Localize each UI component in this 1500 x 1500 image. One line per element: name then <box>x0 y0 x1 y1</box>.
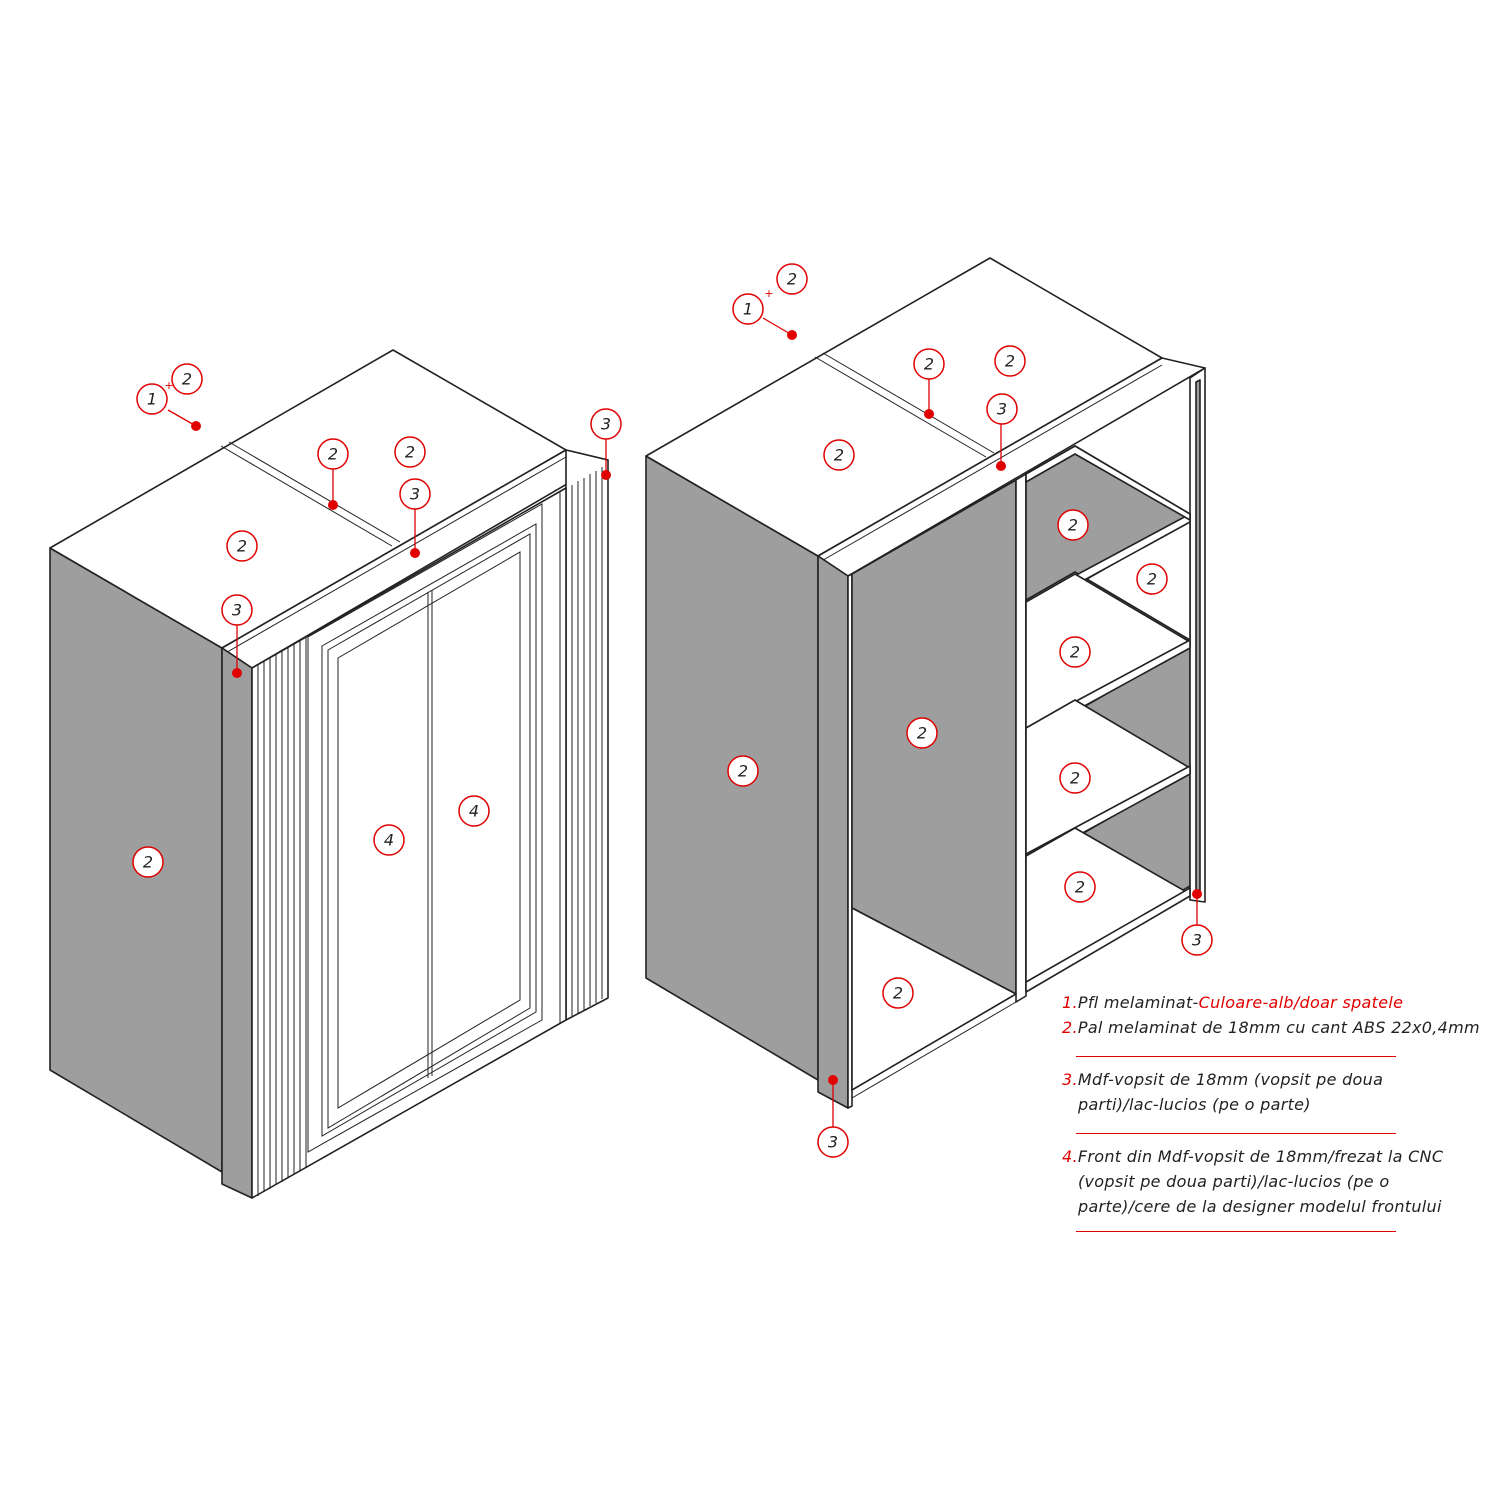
callout-2: 2 <box>132 846 164 878</box>
callouts: 1 + 2 2 2 3 3 2 3 2 4 4 1 + 2 2 2 3 2 2 … <box>132 263 1213 1158</box>
closed-cabinet <box>49 349 609 1199</box>
callout-3: 3 <box>817 1126 849 1158</box>
legend-divider <box>1076 1056 1396 1057</box>
marker-dots <box>191 330 1202 1085</box>
svg-text:2: 2 <box>1005 352 1015 371</box>
leaders <box>167 317 1198 1128</box>
svg-text:2: 2 <box>237 537 247 556</box>
callout-4: 4 <box>458 795 490 827</box>
svg-text:2: 2 <box>1075 878 1085 897</box>
svg-text:2: 2 <box>1070 643 1080 662</box>
svg-text:3: 3 <box>601 415 611 434</box>
left-fluting <box>257 637 307 1196</box>
right-fluting <box>559 467 603 1024</box>
callout-plus: + <box>164 379 173 392</box>
svg-text:1: 1 <box>743 300 753 319</box>
callout-3: 3 <box>1181 924 1213 956</box>
svg-text:2: 2 <box>924 355 934 374</box>
callout-2: 2 <box>994 345 1026 377</box>
legend-item-2: 2.Pal melaminat de 18mm cu cant ABS 22x0… <box>1062 1018 1480 1037</box>
svg-text:2: 2 <box>1068 516 1078 535</box>
svg-text:4: 4 <box>384 831 394 850</box>
callout-2: 2 <box>906 717 938 749</box>
svg-text:2: 2 <box>182 370 192 389</box>
callout-2: 2 <box>1136 563 1168 595</box>
callout-2: 2 <box>727 755 759 787</box>
svg-text:2: 2 <box>1147 570 1157 589</box>
svg-text:1: 1 <box>147 390 157 409</box>
door-frame <box>307 503 543 1153</box>
svg-text:2: 2 <box>1070 769 1080 788</box>
left-front-trim <box>221 647 253 1199</box>
callout-3: 3 <box>221 594 253 626</box>
svg-text:2: 2 <box>328 445 338 464</box>
callout-2: 2 <box>171 363 203 395</box>
svg-text:3: 3 <box>1192 931 1202 950</box>
svg-text:3: 3 <box>997 400 1007 419</box>
callout-3: 3 <box>399 478 431 510</box>
callout-2: 2 <box>317 438 349 470</box>
legend-item-1: 1.Pfl melaminat-Culoare-alb/doar spatele <box>1062 993 1404 1012</box>
svg-text:3: 3 <box>828 1133 838 1152</box>
callout-2: 2 <box>913 348 945 380</box>
open-cabinet <box>645 257 1206 1109</box>
svg-text:3: 3 <box>410 485 420 504</box>
svg-text:3: 3 <box>232 601 242 620</box>
callout-1: 1 <box>136 383 168 415</box>
svg-text:2: 2 <box>405 443 415 462</box>
svg-text:2: 2 <box>787 270 797 289</box>
callout-2: 2 <box>882 977 914 1009</box>
svg-text:2: 2 <box>917 724 927 743</box>
callout-4: 4 <box>373 824 405 856</box>
callout-2: 2 <box>1059 636 1091 668</box>
open-left-post <box>817 555 849 1109</box>
svg-text:2: 2 <box>834 446 844 465</box>
callout-3: 3 <box>590 408 622 440</box>
callout-2: 2 <box>776 263 808 295</box>
callout-plus: + <box>764 287 773 300</box>
callout-2: 2 <box>394 436 426 468</box>
legend-item-3: 3.Mdf-vopsit de 18mm (vopsit pe doua par… <box>1062 1070 1384 1114</box>
callout-2: 2 <box>1064 871 1096 903</box>
callout-2: 2 <box>1057 509 1089 541</box>
shelves <box>1025 445 1191 993</box>
svg-text:2: 2 <box>893 984 903 1003</box>
callout-2: 2 <box>823 439 855 471</box>
callout-1: 1 <box>732 293 764 325</box>
callout-2: 2 <box>1059 762 1091 794</box>
legend-divider <box>1076 1133 1396 1134</box>
materials-legend: 1.Pfl melaminat-Culoare-alb/doar spatele… <box>1062 990 1482 1232</box>
svg-text:2: 2 <box>738 762 748 781</box>
callout-3: 3 <box>986 393 1018 425</box>
middle-divider <box>1015 473 1027 1003</box>
legend-divider <box>1076 1231 1396 1232</box>
callout-2: 2 <box>226 530 258 562</box>
legend-item-4: 4.Front din Mdf-vopsit de 18mm/frezat la… <box>1062 1147 1444 1216</box>
svg-text:2: 2 <box>143 853 153 872</box>
svg-text:4: 4 <box>469 802 479 821</box>
